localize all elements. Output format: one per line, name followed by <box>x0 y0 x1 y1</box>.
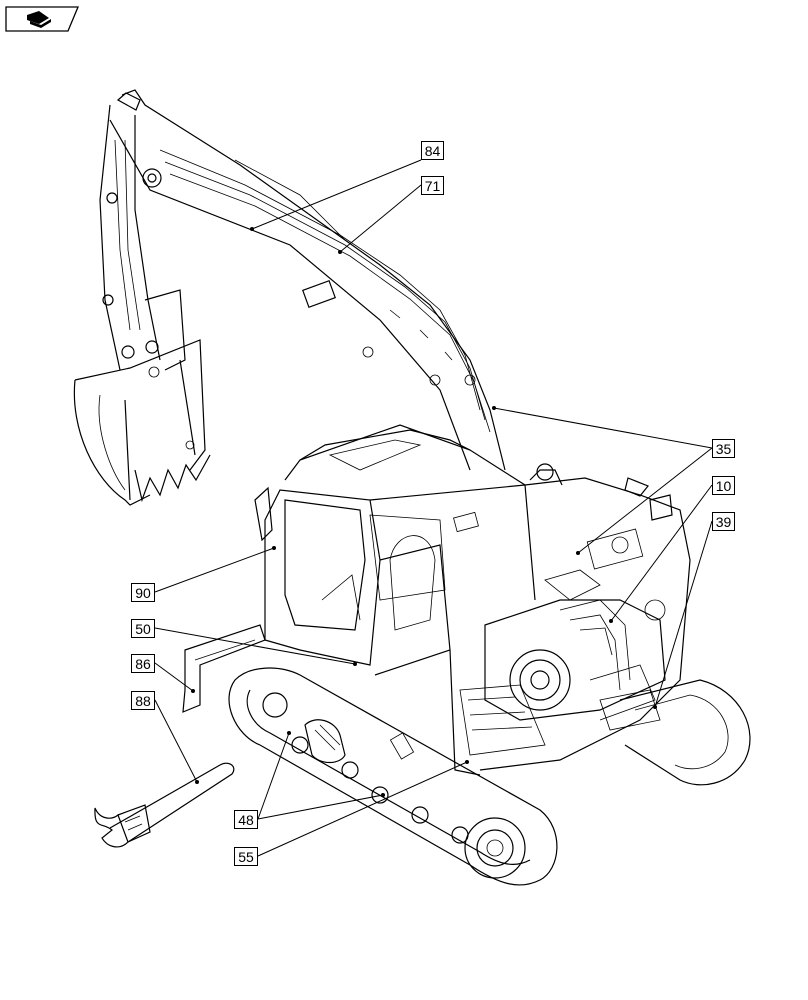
callout-90[interactable]: 90 <box>131 583 155 602</box>
callout-35[interactable]: 35 <box>712 439 735 458</box>
callout-55[interactable]: 55 <box>234 847 258 866</box>
arm-illustration <box>99 104 186 378</box>
nav-reference-button[interactable] <box>5 6 79 32</box>
dozer-blade-illustration <box>182 624 266 713</box>
book-arrow-icon <box>27 11 51 28</box>
undercarriage-illustration <box>228 667 751 886</box>
callout-84[interactable]: 84 <box>421 141 444 160</box>
callout-50[interactable]: 50 <box>131 619 155 638</box>
wrench-illustration <box>94 762 235 848</box>
boom-illustration <box>109 89 506 471</box>
cab-illustration <box>254 424 536 676</box>
callout-10[interactable]: 10 <box>712 476 735 495</box>
callout-39[interactable]: 39 <box>712 512 735 531</box>
engine-compartment-illustration <box>449 463 691 776</box>
callout-88[interactable]: 88 <box>131 691 155 710</box>
callout-86[interactable]: 86 <box>131 654 155 673</box>
bucket-illustration <box>73 339 211 506</box>
callout-71[interactable]: 71 <box>421 176 444 195</box>
leader-lines <box>154 159 713 857</box>
callout-48[interactable]: 48 <box>234 810 258 829</box>
